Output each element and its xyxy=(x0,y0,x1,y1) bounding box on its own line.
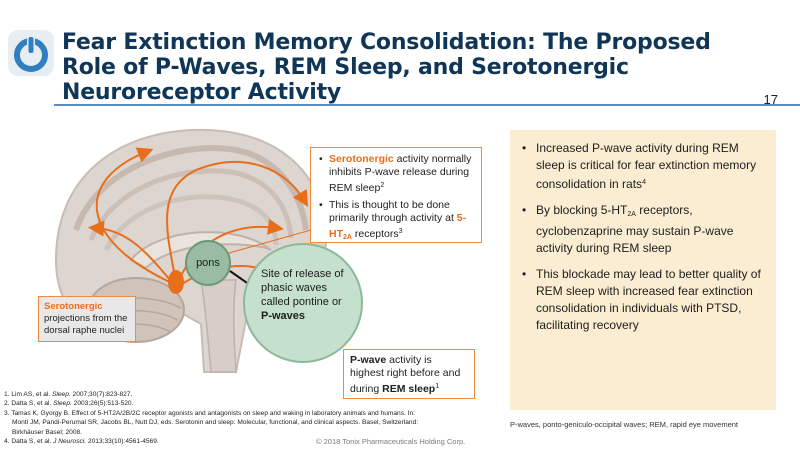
title-line-1: Fear Extinction Memory Consolidation: Th… xyxy=(62,30,711,55)
receptor-subscript: 2A xyxy=(627,211,636,218)
serotonergic-projections-highlight: Serotonergic xyxy=(44,301,103,312)
ref-text: 2. Datta S, et al. xyxy=(4,400,54,408)
reference-4: 4. Datta S, et al. J Neurosci. 2013;33(1… xyxy=(4,437,504,446)
key-point-3-text: This blockade may lead to better quality… xyxy=(536,267,761,332)
slide-title: Fear Extinction Memory Consolidation: Th… xyxy=(62,30,711,105)
title-line-3: Neuroreceptor Activity xyxy=(62,80,342,105)
ref-text: 2007;30(7):823-827. xyxy=(70,391,133,398)
pwave-bold: P-wave xyxy=(350,354,387,366)
ref-journal: Sleep. xyxy=(52,391,71,398)
reference-2: 2. Datta S, et al. Sleep. 2003;26(5):513… xyxy=(4,399,504,408)
key-point-2: By blocking 5-HT2A receptors, cyclobenza… xyxy=(522,202,764,257)
title-divider xyxy=(54,104,800,106)
reference-marker: 2 xyxy=(380,182,385,189)
key-point-3: This blockade may lead to better quality… xyxy=(522,266,764,334)
key-points-panel: Increased P-wave activity during REM sle… xyxy=(510,130,776,410)
reference-3-cont: Monti JM, Pandi-Perumal SR, Jacobs BL, N… xyxy=(12,419,419,427)
ref-text: 2013;33(10):4561-4569. xyxy=(86,438,159,446)
callout-bullet-2-text: This is thought to be done primarily thr… xyxy=(329,199,457,224)
reference-marker: 3 xyxy=(398,228,403,235)
pwave-activity-box: P-wave activity is highest right before … xyxy=(343,349,475,399)
ref-text: 2003;26(5):513-520. xyxy=(71,400,134,408)
callout-bullet-1-text: activity normally inhibits P-wave releas… xyxy=(329,153,472,194)
pwave-text: activity is highest right before and dur… xyxy=(350,354,461,395)
ref-text: 1. Lim AS, et al. xyxy=(4,391,53,398)
key-point-2-post: receptors, cyclobenzaprine may sustain P… xyxy=(536,203,734,255)
reference-3-cont: Birkhäuser Basel; 2008. xyxy=(12,428,83,436)
key-point-1: Increased P-wave activity during REM sle… xyxy=(522,140,764,193)
callout-bullet-2-tail: receptors xyxy=(351,228,399,240)
pwaves-bold: P-waves xyxy=(261,310,306,322)
copyright-notice: © 2018 Tonix Pharmaceuticals Holding Cor… xyxy=(316,437,466,446)
reference-3: 3. Tamas K, Gyorgy B. Effect of 5-HT2A/2… xyxy=(4,409,415,417)
reference-marker: 4 xyxy=(642,179,646,186)
pons-label: pons xyxy=(185,240,231,286)
ref-journal: J Neurosci. xyxy=(53,438,87,446)
callout-bullet-2: This is thought to be done primarily thr… xyxy=(319,199,473,244)
callout-bullet-1: Serotonergic activity normally inhibits … xyxy=(319,153,473,195)
ref-text: 4. Datta S, et al. xyxy=(4,438,54,446)
key-point-1-text: Increased P-wave activity during REM sle… xyxy=(536,141,757,191)
serotonergic-projections-box: Serotonergic projections from the dorsal… xyxy=(38,296,136,342)
rem-sleep-bold: REM sleep xyxy=(382,383,436,395)
abbreviations-note: P-waves, ponto-geniculo-occipital waves;… xyxy=(510,420,739,429)
serotonergic-highlight: Serotonergic xyxy=(329,153,394,165)
site-of-release-circle: Site of release of phasic waves called p… xyxy=(243,243,363,363)
site-text: Site of release of phasic waves called p… xyxy=(261,268,344,308)
reference-1: 1. Lim AS, et al. Sleep. 2007;30(7):823-… xyxy=(4,390,504,399)
page-number: 17 xyxy=(763,92,778,107)
key-point-2-pre: By blocking 5-HT xyxy=(536,203,628,217)
title-line-2: Role of P-Waves, REM Sleep, and Serotone… xyxy=(62,55,629,80)
serotonergic-callout: Serotonergic activity normally inhibits … xyxy=(310,147,482,243)
serotonergic-projections-text: projections from the dorsal raphe nuclei xyxy=(44,313,128,336)
references-list: 1. Lim AS, et al. Sleep. 2007;30(7):823-… xyxy=(4,390,504,446)
ref-journal: Sleep. xyxy=(53,400,72,408)
pons-text: pons xyxy=(196,257,220,269)
receptor-subscript: 2A xyxy=(343,234,352,241)
reference-marker: 1 xyxy=(435,383,440,390)
receptor-highlight: 5-HT xyxy=(329,212,467,240)
power-logo-icon xyxy=(8,30,54,76)
